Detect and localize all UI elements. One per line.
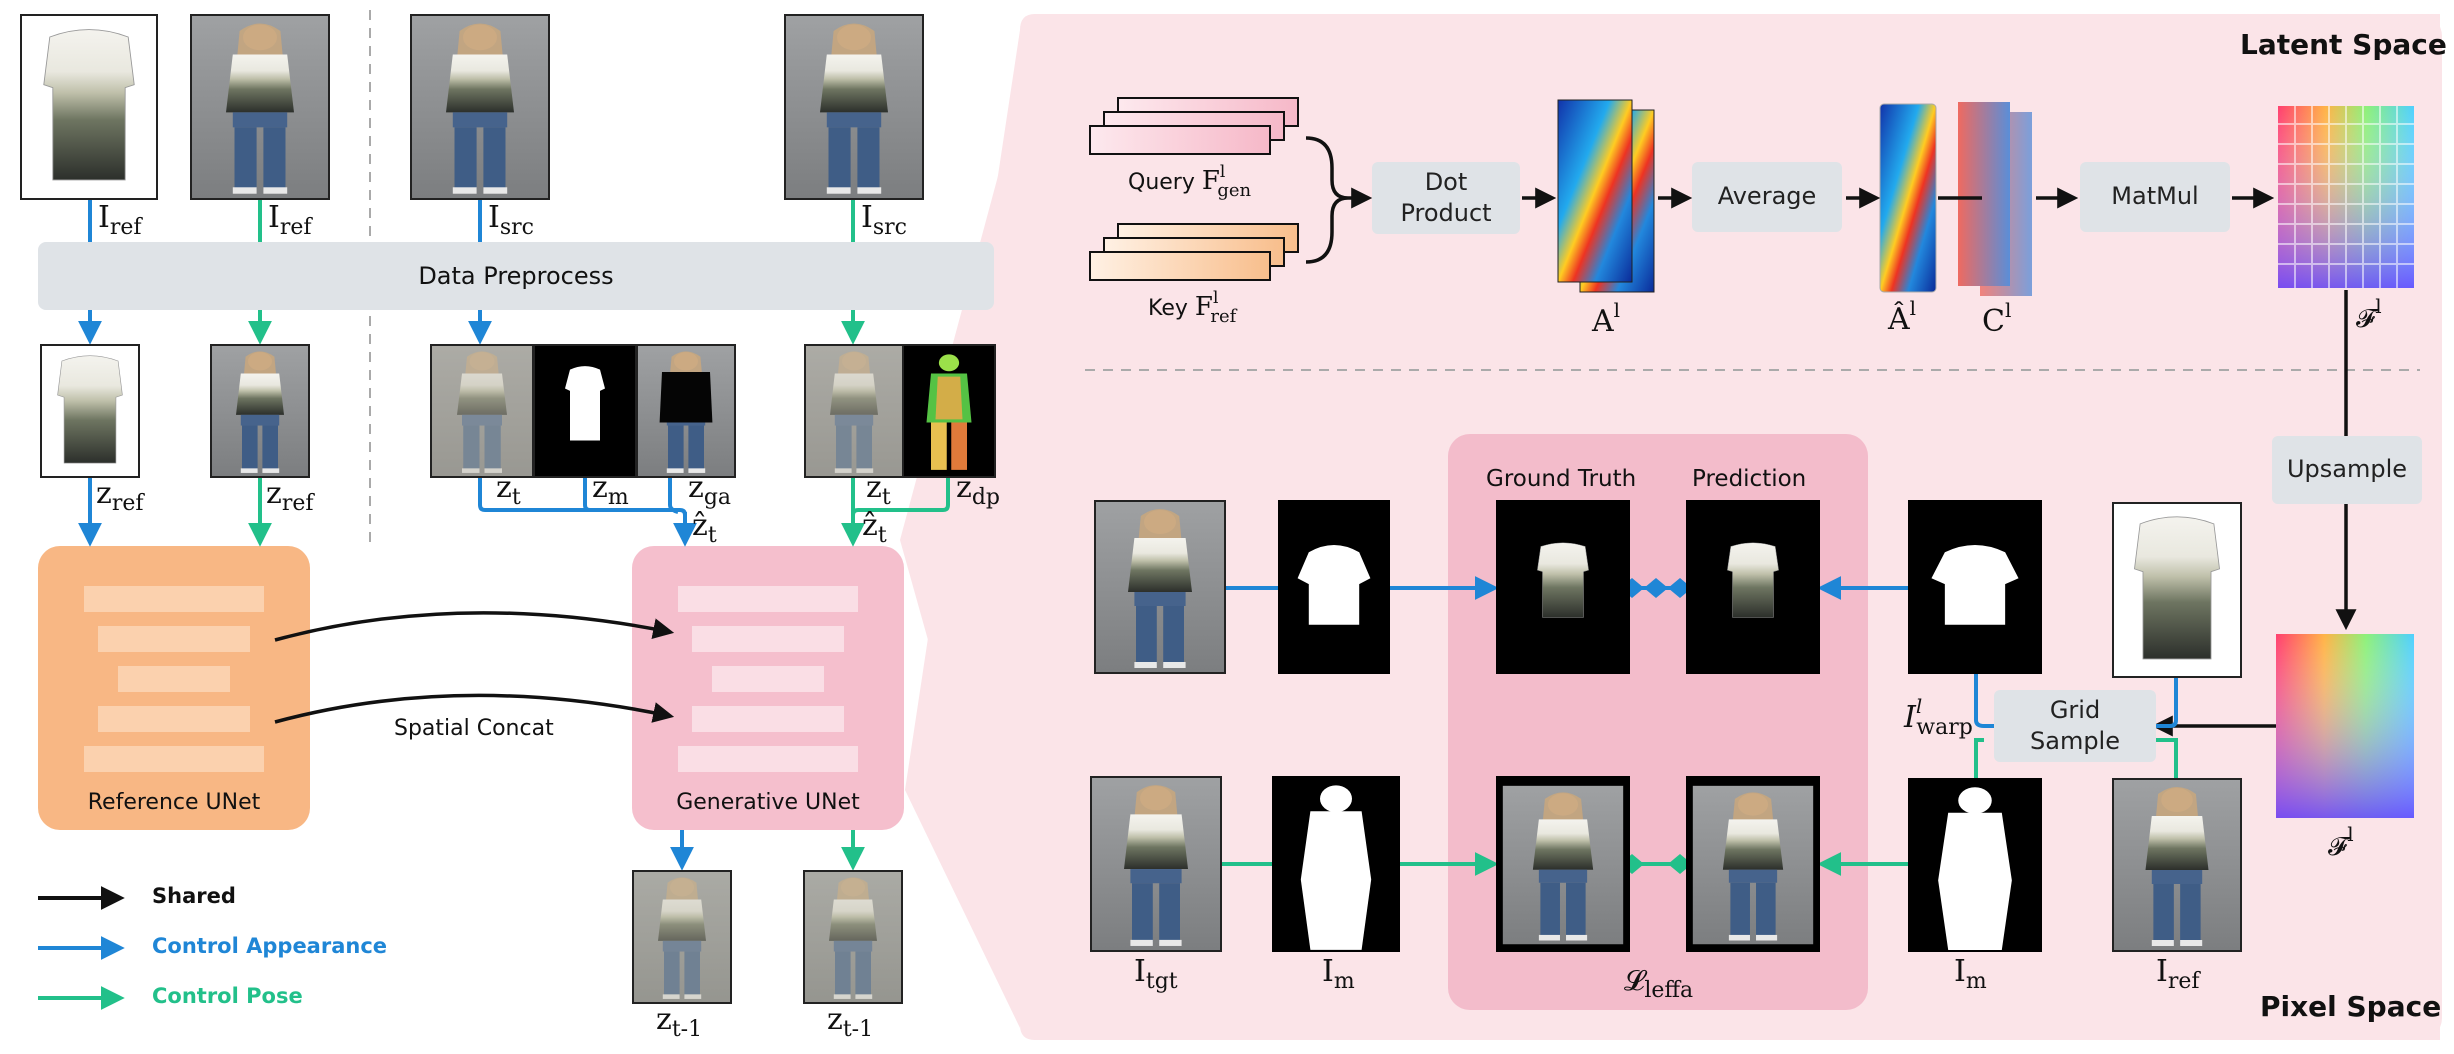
label-i-ref-pixel: Iref: [2156, 954, 2200, 994]
source-person-image-2: [784, 14, 924, 200]
latent-ref-garment: [40, 344, 140, 478]
noisy-latent-image-2: [804, 344, 904, 478]
label-z-m: zm: [592, 470, 629, 510]
label-i-m-2: Im: [1954, 954, 1987, 994]
ground-truth-label: Ground Truth: [1486, 466, 1637, 492]
key-label: Key Flref: [1148, 288, 1237, 327]
warped-mask: [1908, 500, 2042, 674]
flow-field-top: [2278, 106, 2414, 288]
label-i-src-2: Isrc: [861, 200, 907, 240]
label-z-ref-1: zref: [96, 476, 144, 516]
label-i-m-1: Im: [1322, 954, 1355, 994]
label-z-ga: zga: [688, 470, 732, 510]
garment-agnostic-image: [636, 344, 736, 478]
matmul-box: MatMul: [2080, 162, 2230, 232]
prediction-label: Prediction: [1692, 466, 1807, 492]
ground-truth-garment: [1496, 500, 1630, 674]
pixel-garment-mask: [1278, 500, 1390, 674]
prediction-garment: [1686, 500, 1820, 674]
latent-space-title: Latent Space: [2240, 28, 2447, 61]
label-a: Al: [1592, 298, 1621, 339]
label-flow-bottom: 𝓕l: [2328, 822, 2354, 862]
data-preprocess-bar: [38, 242, 994, 310]
label-i-ref-1: Iref: [98, 200, 142, 240]
densepose-image: [902, 344, 996, 478]
key-feature-stack: [1089, 223, 1299, 281]
label-z-ref-2: zref: [266, 476, 314, 516]
query-feature-stack: [1089, 97, 1299, 155]
label-i-warp: Ilwarp: [1904, 694, 1973, 740]
label-loss-leffa: 𝓛leffa: [1624, 964, 1694, 1003]
data-preprocess-label: Data Preprocess: [418, 262, 614, 290]
correlation-c: [1958, 102, 2032, 296]
warped-person-mask: [1908, 778, 2042, 952]
flow-field-bottom: [2276, 634, 2414, 818]
label-z-t-minus-1-b: zt-1: [827, 1002, 874, 1042]
upsample-box: Upsample: [2272, 436, 2422, 504]
label-z-t-2: zt: [866, 470, 891, 510]
mask-image: [533, 344, 637, 478]
noisy-latent-image: [430, 344, 534, 478]
pixel-source-person: [1094, 500, 1226, 674]
label-flow-top: 𝓕l: [2356, 294, 2382, 334]
ground-truth-person: [1496, 776, 1630, 952]
grid-sample-box: Grid Sample: [1994, 690, 2156, 762]
reference-unet-label: Reference UNet: [87, 790, 261, 815]
label-i-src-1: Isrc: [488, 200, 534, 240]
label-c: Cl: [1982, 298, 2012, 339]
legend-shared: Shared: [152, 884, 236, 908]
label-i-ref-2: Iref: [268, 200, 312, 240]
average-box: Average: [1692, 162, 1842, 232]
label-a-hat: Âl: [1888, 296, 1917, 337]
legend-control-pose: Control Pose: [152, 984, 303, 1008]
pixel-space-title: Pixel Space: [2260, 990, 2442, 1023]
latent-ref-person: [210, 344, 310, 478]
attention-map-a: [1557, 99, 1655, 293]
query-label: Query Flgen: [1128, 162, 1252, 201]
target-person-image: [1090, 776, 1222, 952]
pixel-reference-garment: [2112, 502, 2242, 678]
legend-control-appearance: Control Appearance: [152, 934, 388, 958]
label-z-t-minus-1-a: zt-1: [656, 1002, 703, 1042]
dot-product-box: Dot Product: [1372, 162, 1520, 234]
label-z-dp: zdp: [956, 470, 1000, 510]
label-zhat-t-1: ẑt: [692, 508, 717, 548]
label-i-tgt: Itgt: [1134, 954, 1178, 994]
prediction-person: [1686, 776, 1820, 952]
spatial-concat-label: Spatial Concat: [394, 716, 554, 741]
pixel-reference-person: [2112, 778, 2242, 952]
attention-map-a-hat: [1879, 103, 1937, 293]
reference-garment-image: [20, 14, 158, 200]
source-person-image-1: [410, 14, 550, 200]
generative-unet-label: Generative UNet: [676, 790, 860, 815]
label-z-t-1: zt: [496, 470, 521, 510]
target-person-mask: [1272, 776, 1400, 952]
output-latent-appearance: [632, 870, 732, 1004]
reference-person-image: [190, 14, 330, 200]
output-latent-pose: [803, 870, 903, 1004]
label-zhat-t-2: ẑt: [862, 508, 887, 548]
